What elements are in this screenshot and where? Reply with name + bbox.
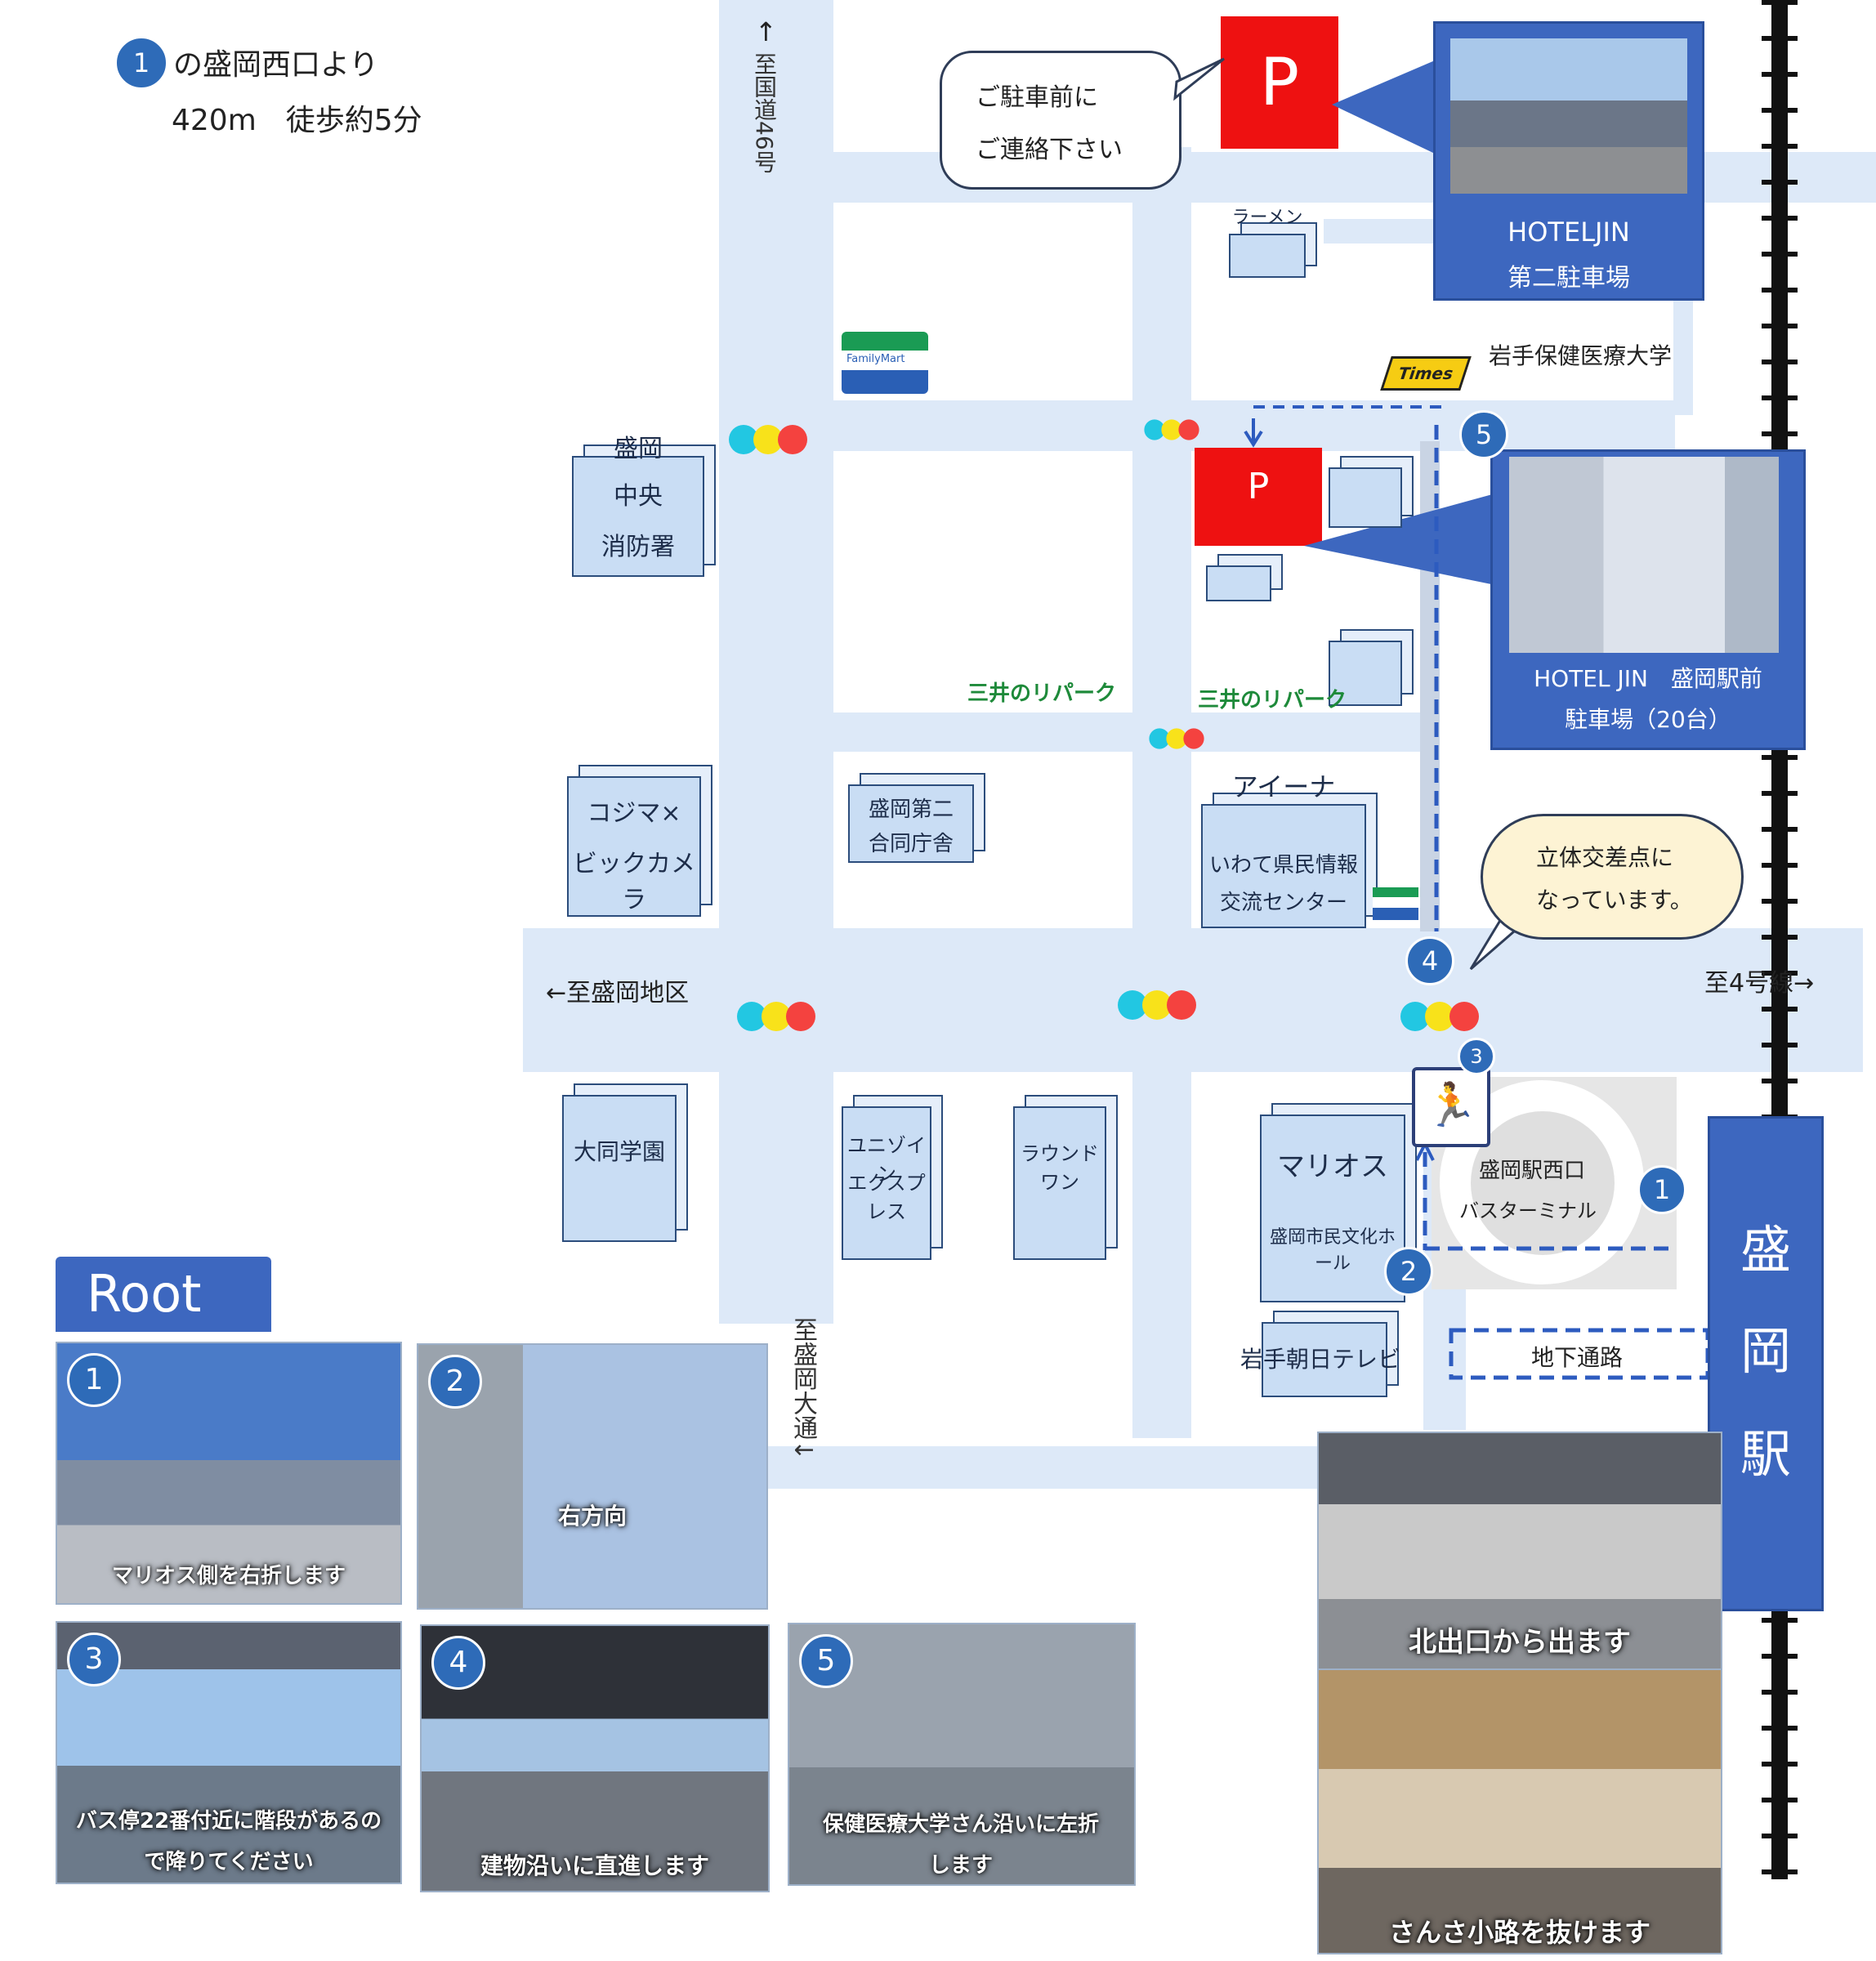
traffic-light-1	[729, 425, 807, 454]
route-photo-3[interactable]: 3 バス停22番付近に階段があるので降りてください	[56, 1621, 402, 1884]
route-photo-3-caption: バス停22番付近に階段があるので降りてください	[75, 1809, 382, 1874]
route-marker-4[interactable]: 4	[1405, 936, 1454, 985]
fire-station: 盛岡 中央 消防署	[572, 435, 704, 577]
parking-callout-tail	[1173, 57, 1225, 101]
station-char-1: 盛	[1740, 1220, 1791, 1280]
station-photo-north-exit[interactable]: 北出口から出ます	[1317, 1432, 1722, 1672]
times-parking-logo: Times	[1380, 356, 1472, 391]
north-arrow: ↑	[755, 16, 777, 47]
repark-label-east: 三井のリパーク	[1198, 688, 1347, 712]
traffic-light-2	[1144, 419, 1199, 440]
building-small-a	[1329, 467, 1402, 528]
pointer-north	[1332, 60, 1435, 154]
intro-line-1: の盛岡西口より	[173, 48, 379, 82]
route-marker-5[interactable]: 5	[1459, 410, 1508, 459]
familymart-small-logo	[1373, 887, 1418, 920]
station-photo-north-exit-caption: 北出口から出ます	[1409, 1626, 1631, 1659]
route-photo-2-caption: 右方向	[557, 1503, 627, 1530]
route-marker-3[interactable]: 3	[1458, 1038, 1495, 1075]
route-marker-1[interactable]: 1	[1637, 1165, 1686, 1214]
traffic-light-4	[737, 1002, 815, 1031]
station-char-3: 駅	[1740, 1424, 1791, 1484]
route-photo-4[interactable]: 4 建物沿いに直進します	[420, 1624, 770, 1892]
crossing-bubble-line-1: 立体交差点に	[1536, 844, 1674, 871]
route-arrow-north	[1244, 418, 1263, 448]
road-bottom-horizontal	[719, 1446, 1422, 1489]
traffic-light-6	[1400, 1002, 1479, 1031]
hotel-main-parking-box[interactable]: HOTEL JIN 盛岡駅前 駐車場（20台）	[1490, 449, 1806, 750]
government-office: 盛岡第二 合同庁舎	[848, 784, 974, 863]
bus-terminal-label-1: 盛岡駅西口	[1479, 1159, 1586, 1183]
route-panel-title: Root	[56, 1257, 271, 1332]
round-one: ラウンドワン	[1013, 1106, 1106, 1260]
parking-callout-line-1: ご駐車前に	[976, 83, 1098, 112]
route-photo-2[interactable]: 2 右方向	[417, 1343, 768, 1610]
route-marker-2[interactable]: 2	[1384, 1247, 1433, 1296]
parking-callout	[940, 51, 1181, 190]
hotel-main-parking-photo	[1509, 457, 1779, 653]
parking-callout-line-2: ご連絡下さい	[976, 136, 1123, 164]
building-small-b	[1206, 565, 1271, 601]
route-photo-2-num: 2	[428, 1355, 482, 1409]
hotel-second-parking-name: HOTELJIN	[1508, 217, 1630, 248]
daido-gakuen: 大同学園	[562, 1095, 677, 1242]
intro-line-2: 420m 徒歩約5分	[172, 104, 422, 137]
hotel-second-parking-photo	[1450, 38, 1687, 194]
station-photo-sansa-koji-caption: さんさ小路を抜けます	[1388, 1917, 1650, 1948]
familymart-label: FamilyMart	[846, 353, 905, 365]
ramen-shop: ラーメン	[1229, 208, 1306, 278]
hotel-second-parking-sub: 第二駐車場	[1508, 264, 1630, 293]
west-road-label: ←至盛岡地区	[546, 979, 690, 1007]
morioka-station[interactable]: 盛 岡 駅	[1708, 1116, 1824, 1611]
building-small-c	[1329, 641, 1402, 706]
kojima-bic-camera: コジマ× ビックカメラ	[567, 776, 701, 917]
repark-label-west: 三井のリパーク	[967, 681, 1117, 706]
road-vertical-middle	[1132, 147, 1191, 1438]
underpass-label: 地下通路	[1531, 1344, 1624, 1371]
bus-terminal-label-2: バスターミナル	[1459, 1199, 1597, 1222]
route-photo-4-num: 4	[431, 1636, 485, 1690]
crossing-bubble	[1481, 814, 1744, 940]
east-road-label: 至4号線→	[1704, 969, 1815, 998]
hotel-second-parking-box[interactable]: HOTELJIN 第二駐車場	[1433, 21, 1704, 301]
bus-terminal-inner-circle	[1471, 1111, 1615, 1255]
route-photo-5[interactable]: 5 保健医療大学さん沿いに左折します	[788, 1623, 1136, 1886]
route-photo-1-num: 1	[67, 1353, 121, 1407]
traffic-light-5	[1118, 990, 1196, 1020]
station-char-2: 岡	[1740, 1321, 1791, 1381]
aina-center: アイーナ いわて県民情報 交流センター	[1201, 771, 1366, 928]
route-photo-1[interactable]: 1 マリオス側を右折します	[56, 1342, 402, 1605]
north-road-label: 至国道46号	[751, 52, 778, 173]
route-photo-4-caption: 建物沿いに直進します	[480, 1852, 709, 1879]
south-road-label: 至盛岡大通↓	[788, 1317, 817, 1461]
parking-marker-north[interactable]: P	[1221, 16, 1338, 149]
route-photo-5-caption: 保健医療大学さん沿いに左折します	[822, 1812, 1099, 1878]
unizo-inn-express: ユニゾイン エクスプレス	[842, 1106, 931, 1260]
stairs-icon[interactable]: 🏃	[1412, 1067, 1490, 1147]
familymart-logo	[842, 332, 928, 394]
iwate-asahi-tv: 岩手朝日テレビ	[1240, 1322, 1400, 1397]
route-photo-1-caption: マリオス側を右折します	[111, 1564, 346, 1588]
road-lower-horizontal	[719, 712, 1422, 752]
hotel-main-parking-name: HOTEL JIN 盛岡駅前	[1534, 665, 1762, 692]
pointer-main	[1304, 494, 1495, 585]
road-vertical-west	[719, 0, 833, 1324]
intro-marker: 1	[114, 36, 168, 90]
traffic-light-3	[1149, 728, 1204, 749]
station-photo-sansa-koji[interactable]: さんさ小路を抜けます	[1317, 1668, 1722, 1954]
hotel-main-parking-sub: 駐車場（20台）	[1565, 706, 1731, 733]
parking-marker-main[interactable]: P	[1195, 448, 1322, 546]
university-label: 岩手保健医療大学	[1489, 342, 1673, 369]
route-photo-5-num: 5	[799, 1634, 853, 1688]
crossing-bubble-line-2: なっています。	[1536, 887, 1693, 913]
route-photo-3-num: 3	[67, 1633, 121, 1686]
marios-building: マリオス 盛岡市民文化ホール	[1260, 1115, 1405, 1302]
